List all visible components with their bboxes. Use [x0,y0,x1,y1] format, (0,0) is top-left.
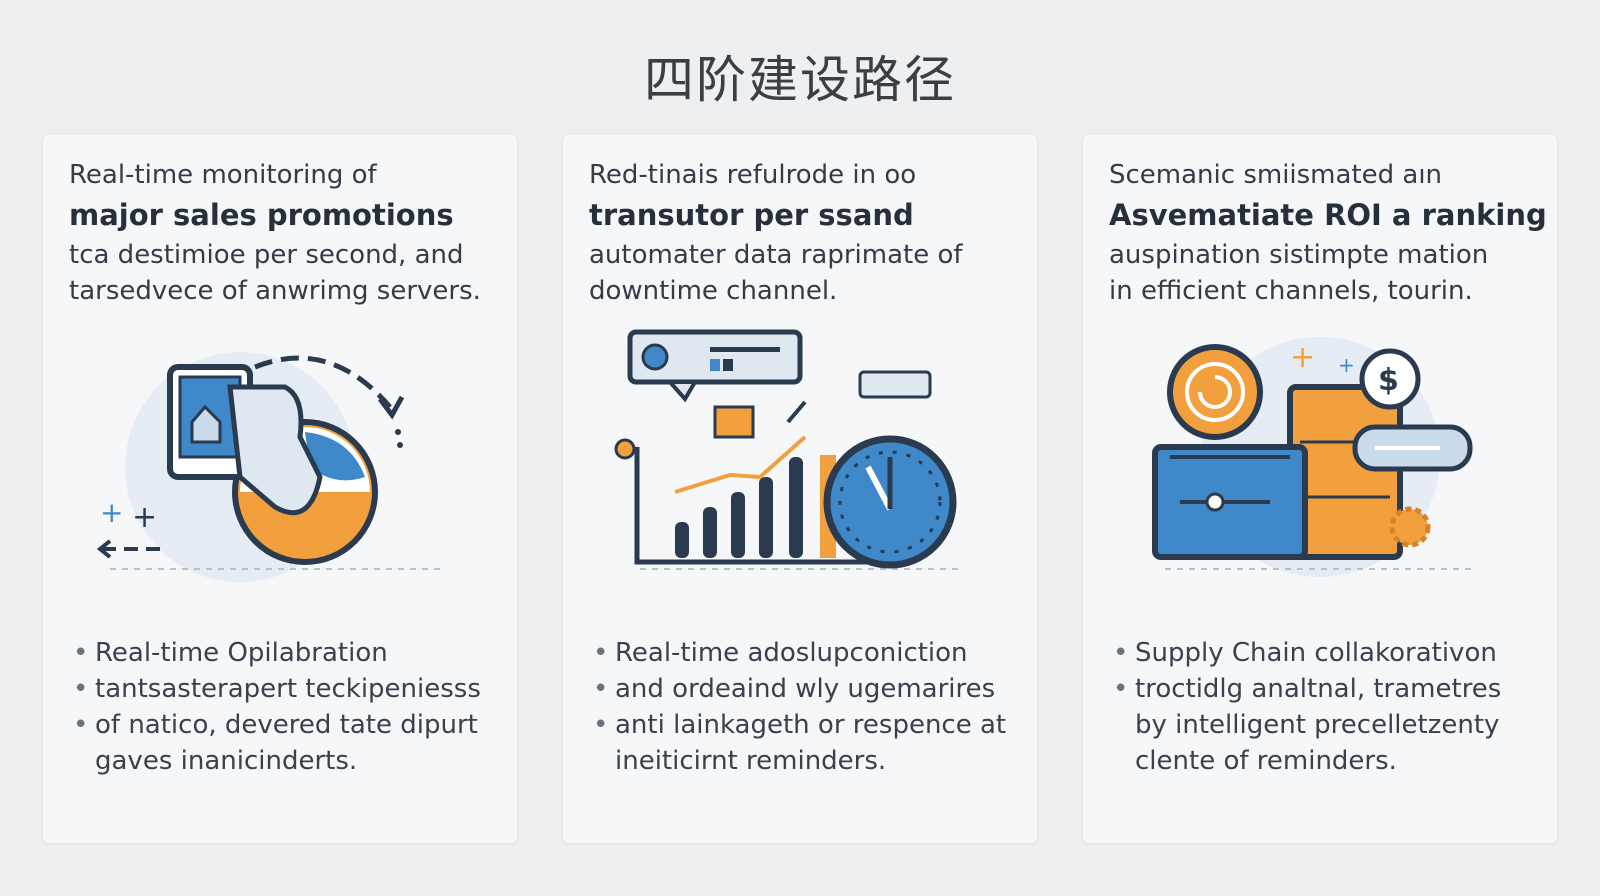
stage-card-2: Red-tinais refulrode in oo transutor per… [563,135,1037,843]
bullet-continuation: gaves inanicinderts. [95,746,358,776]
bullet-item: •anti lainkageth or respence at [593,707,1023,743]
svg-text:$: $ [1378,363,1399,398]
bullet-continuation: clente of reminders. [1135,746,1397,776]
card-intro: Real-time monitoring of [69,160,377,190]
card-desc-line: tca destimioe per second, and [69,240,464,270]
bullet-item: •Real-time Opilabration [73,635,503,671]
roi-finance-illustration: + + $ [1152,337,1475,577]
bullet-dot: • [73,710,89,740]
svg-text:+: + [100,496,123,529]
card-desc-line: auspination sistimpte mation [1109,240,1489,270]
card-heading: major sales promotions [69,198,454,232]
page-title: 四阶建设路径 [644,51,956,109]
bullet-item: •Real-time adoslupconiction [593,635,1023,671]
svg-text:+: + [132,500,157,535]
bullet-dot: • [593,638,609,668]
bullet-text: Real-time adoslupconiction [615,638,968,668]
bullet-dot: • [593,674,609,704]
bullet-text: anti lainkageth or respence at [615,710,1007,740]
bullet-text: of natico, devered tate dipurt [95,710,478,740]
card-desc-line: downtime channel. [589,276,838,306]
bullet-text: Supply Chain collakorativon [1135,638,1497,668]
card-intro: Scemanic smiismated aın [1109,160,1443,190]
bullet-text: Real-time Opilabration [95,638,388,668]
stage-card-3: Scemanic smiismated aın Asvematiate ROI … [1083,135,1557,843]
card-heading: transutor per ssand [589,198,914,232]
bullet-dot: • [593,710,609,740]
bullet-dot: • [73,638,89,668]
card-desc-line: automater data raprimate of [589,240,963,270]
bullet-text: tantsasterapert teckipeniesss [95,674,481,704]
analytics-dashboard-illustration [614,329,960,570]
card-desc-line: in efficient channels, tourin. [1109,276,1473,306]
bullet-item: •and ordeaind wly ugemarires [593,671,1023,707]
bullet-item: •of natico, devered tate dipurt [73,707,503,743]
card-intro: Red-tinais refulrode in oo [589,160,917,190]
stage-card-1: Real-time monitoring of major sales prom… [43,135,517,843]
bullet-continuation: by intelligent precelletzenty [1135,710,1500,740]
bullet-text: and ordeaind wly ugemarires [615,674,996,704]
card-desc-line: tarsedvece of anwrimg servers. [69,276,481,306]
svg-text:+: + [1338,353,1355,377]
bullet-dot: • [1113,638,1129,668]
bullet-item: •tantsasterapert teckipeniesss [73,671,503,707]
card-heading: Asvematiate ROI a ranking [1109,198,1547,232]
bullet-continuation: ineiticirnt reminders. [615,746,887,776]
bullet-item: •Supply Chain collakorativon [1113,635,1543,671]
bullet-dot: • [1113,674,1129,704]
bullet-text: troctidlg analtnal, trametres [1135,674,1502,704]
server-monitoring-illustration: + + [96,352,440,582]
svg-text:+: + [1290,340,1315,375]
bullet-dot: • [73,674,89,704]
bullet-item: •troctidlg analtnal, trametres [1113,671,1543,707]
